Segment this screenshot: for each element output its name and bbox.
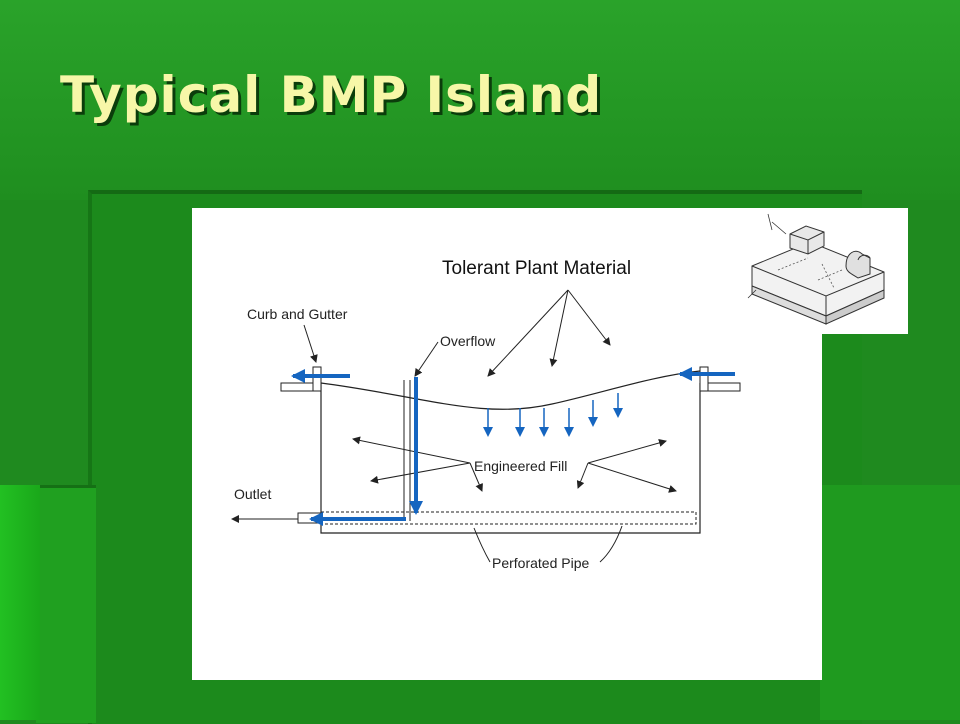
label-engineered-fill: Engineered Fill [474,458,567,474]
slide-title: Typical BMP Island [60,66,603,124]
label-perforated-pipe: Perforated Pipe [492,555,589,571]
curb-inlet-inset [738,208,908,334]
left-curb [280,366,322,392]
background-top [0,0,960,200]
curb-pointer [303,324,318,363]
overflow-pointer [414,341,439,377]
perforated-pipe-pointers [473,525,623,563]
engineered-fill-pointers [352,436,677,493]
background-left-band [0,485,40,720]
basin-outline [320,370,701,534]
diagram-svg: Tolerant Plant Material Curb and Gutter … [231,258,741,571]
plant-material-pointers [487,289,611,377]
label-tolerant-plant-material: Tolerant Plant Material [442,258,631,279]
background-low-panel [36,485,96,723]
bmp-island-diagram: Tolerant Plant Material Curb and Gutter … [192,208,822,680]
background-right-panel [820,485,960,720]
curb-cut-inlet-sketch [747,213,885,325]
label-curb-and-gutter: Curb and Gutter [247,306,348,322]
label-overflow: Overflow [440,333,496,349]
right-curb [699,366,741,392]
label-outlet: Outlet [234,486,271,502]
infiltration-arrows [483,393,623,437]
